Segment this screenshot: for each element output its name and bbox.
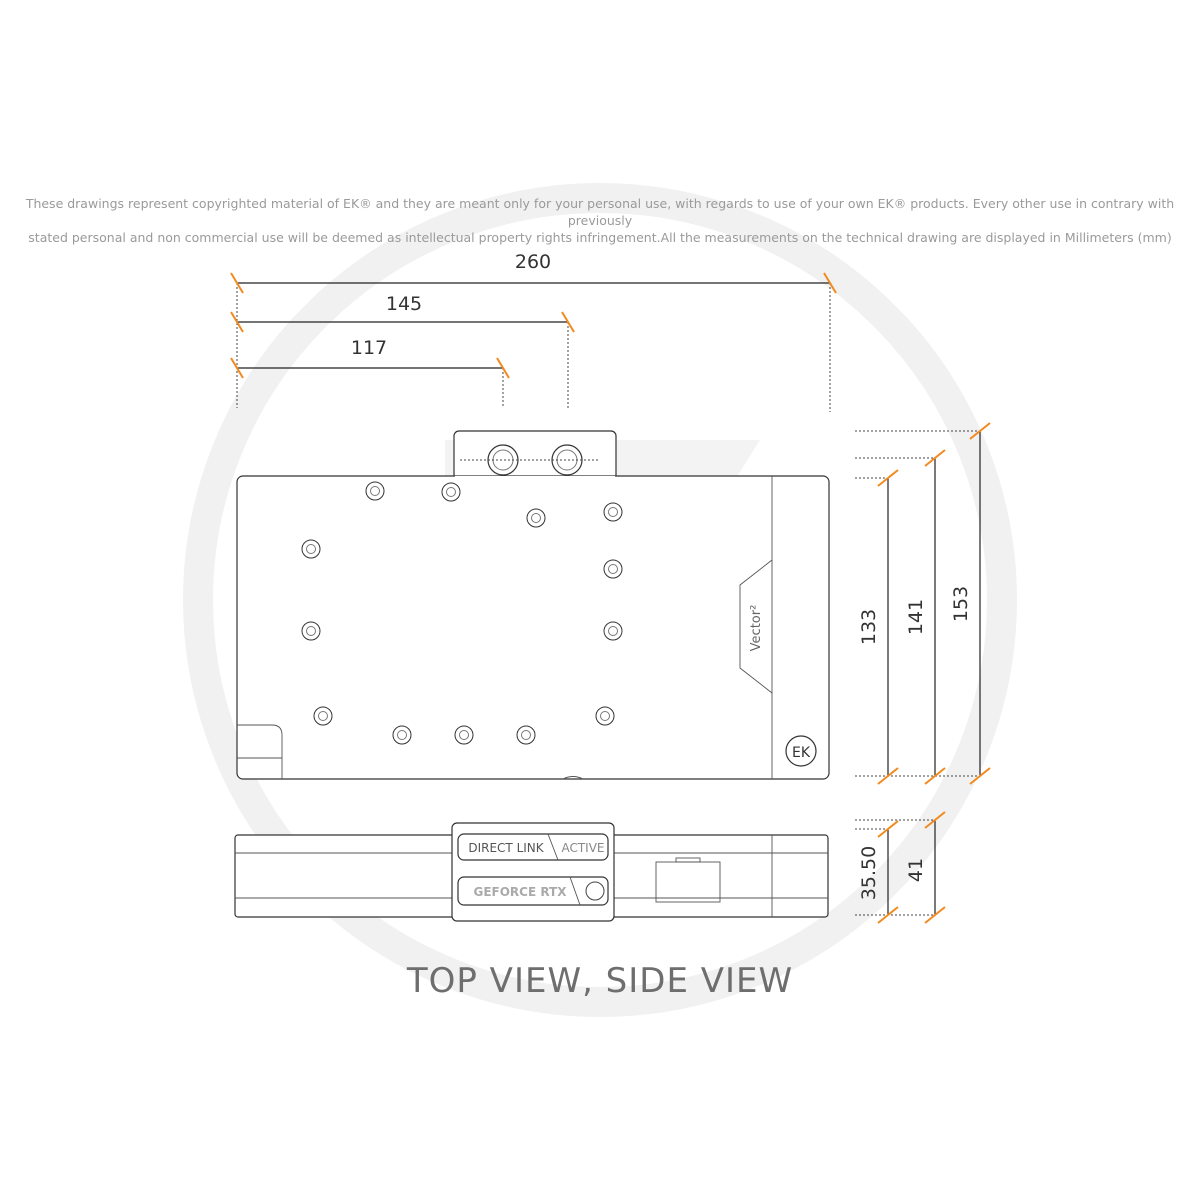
ek-logo-text: EK bbox=[792, 745, 811, 761]
top-view: Vector² EK bbox=[236, 430, 830, 780]
horizontal-dimensions: 260 145 117 bbox=[230, 251, 837, 412]
disclaimer-line-2: stated personal and non commercial use w… bbox=[28, 230, 1172, 245]
dimension-141: 141 bbox=[905, 599, 927, 635]
copyright-disclaimer: These drawings represent copyrighted mat… bbox=[0, 195, 1200, 246]
dimension-35-50: 35.50 bbox=[858, 846, 880, 900]
screw-icon bbox=[397, 730, 407, 740]
view-caption: TOP VIEW, SIDE VIEW bbox=[406, 961, 793, 1001]
active-label: ACTIVE bbox=[561, 841, 604, 855]
screw-icon bbox=[370, 486, 380, 496]
screws bbox=[301, 481, 623, 745]
screw-icon bbox=[531, 513, 541, 523]
dimension-260: 260 bbox=[515, 251, 551, 273]
dimension-153: 153 bbox=[950, 586, 972, 622]
screw-icon bbox=[608, 564, 618, 574]
vector-label: Vector² bbox=[749, 605, 764, 652]
screw-icon bbox=[608, 507, 618, 517]
screw-icon bbox=[306, 626, 316, 636]
dimension-41: 41 bbox=[905, 858, 927, 882]
screw-icon bbox=[600, 711, 610, 721]
geforce-rtx-label: GEFORCE RTX bbox=[473, 885, 567, 899]
screw-icon bbox=[306, 544, 316, 554]
ports bbox=[460, 444, 600, 476]
screw-icon bbox=[318, 711, 328, 721]
dimension-133: 133 bbox=[858, 609, 880, 645]
direct-link-label: DIRECT LINK bbox=[468, 841, 544, 855]
dimension-117: 117 bbox=[351, 337, 387, 359]
side-view: DIRECT LINK ACTIVE GEFORCE RTX bbox=[234, 822, 829, 922]
vertical-dimensions: 133 141 153 35.50 41 bbox=[855, 422, 991, 924]
disclaimer-line-1: These drawings represent copyrighted mat… bbox=[25, 196, 1175, 228]
screw-icon bbox=[521, 730, 531, 740]
ek-logo-badge bbox=[785, 735, 817, 767]
screw-icon bbox=[459, 730, 469, 740]
screw-icon bbox=[446, 487, 456, 497]
screw-icon bbox=[608, 626, 618, 636]
dimension-145: 145 bbox=[386, 293, 422, 315]
